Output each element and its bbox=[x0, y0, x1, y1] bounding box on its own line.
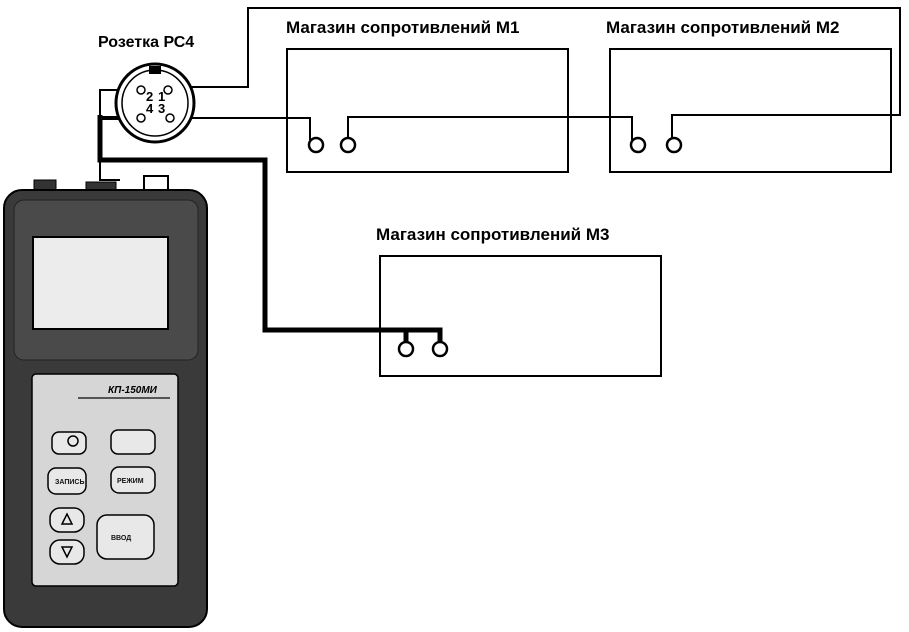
device-button-power[interactable] bbox=[51, 431, 87, 455]
box-m1-terminal-left bbox=[307, 136, 325, 154]
box-m2-frame bbox=[609, 48, 892, 173]
device-button-rezhim[interactable]: РЕЖИМ bbox=[110, 466, 156, 494]
box-m3-terminal-right bbox=[431, 340, 449, 358]
socket-pin-4 bbox=[136, 113, 146, 123]
box-m1-terminal-right bbox=[339, 136, 357, 154]
socket-pin-label-3: 3 bbox=[158, 101, 165, 116]
device-button-down[interactable] bbox=[49, 539, 85, 565]
box-m1-label: Магазин сопротивлений М1 bbox=[286, 18, 519, 37]
wire-top-loop bbox=[165, 7, 901, 140]
socket-pin-1 bbox=[163, 85, 173, 95]
resistance-box-m3: Магазин сопротивлений М3 bbox=[376, 225, 662, 377]
device-screen bbox=[32, 236, 169, 330]
power-icon bbox=[67, 435, 79, 447]
arrow-up-icon bbox=[60, 512, 74, 525]
socket-pin-3 bbox=[165, 113, 175, 123]
socket-body bbox=[114, 62, 196, 144]
device-button-label-2: ЗАПИСЬ bbox=[55, 479, 85, 486]
socket-title: Розетка РС4 bbox=[98, 34, 194, 51]
socket-pin-label-4: 4 bbox=[146, 101, 154, 116]
wire-pin3-m1 bbox=[170, 117, 311, 140]
socket-pin-label-1: 1 bbox=[158, 89, 165, 104]
device-button-zapis[interactable]: ЗАПИСЬ bbox=[47, 467, 87, 495]
device-model: КП-150МИ bbox=[108, 385, 158, 396]
resistance-box-m1: Магазин сопротивлений М1 bbox=[286, 18, 569, 173]
box-m3-label: Магазин сопротивлений М3 bbox=[376, 225, 609, 244]
box-m3-frame bbox=[379, 255, 662, 377]
wire-thick-m3-b bbox=[406, 327, 443, 345]
socket-pc4: Розетка РС4 2 1 4 3 bbox=[98, 34, 196, 144]
calibrator-device: КП-150МИ ЗАПИСЬ РЕЖИМ ВВОД bbox=[3, 175, 208, 628]
socket-pin-label-2: 2 bbox=[146, 89, 153, 104]
box-m3-terminal-left bbox=[397, 340, 415, 358]
box-m2-terminal-right bbox=[665, 136, 683, 154]
resistance-box-m2: Магазин сопротивлений М2 bbox=[606, 18, 892, 173]
device-button-up[interactable] bbox=[49, 507, 85, 533]
device-button-label-4: РЕЖИМ bbox=[117, 478, 144, 485]
device-button-rezhim-top[interactable] bbox=[110, 429, 156, 455]
device-button-vvod[interactable]: ВВОД bbox=[96, 514, 155, 560]
wire-m1-m2 bbox=[347, 116, 633, 140]
socket-pin-2 bbox=[136, 85, 146, 95]
wires bbox=[97, 7, 901, 345]
arrow-down-icon bbox=[60, 546, 74, 559]
socket-key bbox=[149, 66, 161, 74]
box-m1-frame bbox=[286, 48, 569, 173]
device-button-label-5: ВВОД bbox=[111, 535, 131, 542]
box-m2-terminal-left bbox=[629, 136, 647, 154]
box-m2-label: Магазин сопротивлений М2 bbox=[606, 18, 839, 37]
